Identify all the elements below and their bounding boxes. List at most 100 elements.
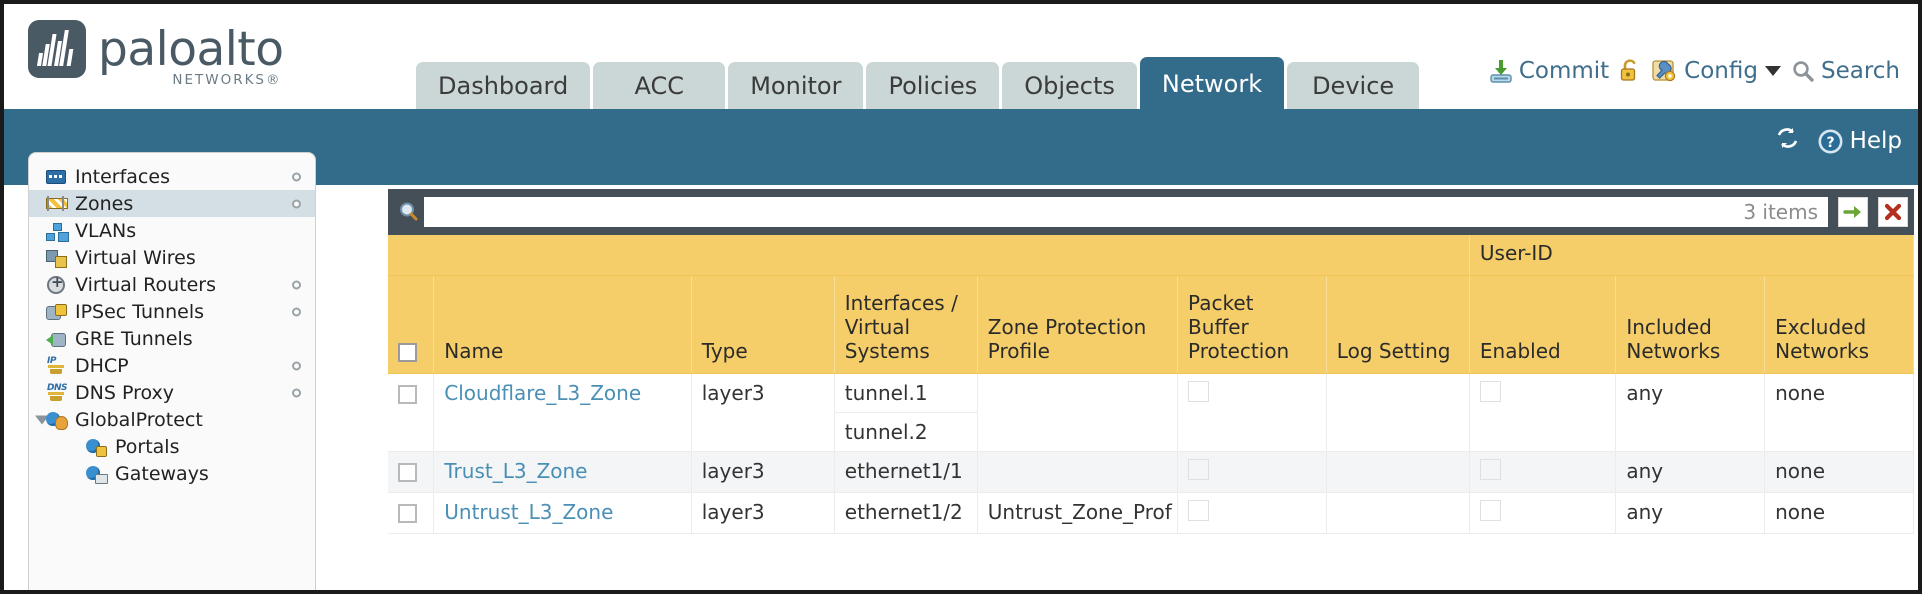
portals-icon bbox=[85, 437, 107, 457]
column-header-zone-protection-profile[interactable]: Zone Protection Profile bbox=[977, 275, 1179, 374]
row-checkbox[interactable] bbox=[398, 504, 417, 523]
row-checkbox[interactable] bbox=[398, 385, 417, 404]
sidebar-item-zones[interactable]: Zones bbox=[29, 190, 315, 217]
sidebar-status-dot bbox=[292, 307, 301, 316]
section-blue-band: ? Help bbox=[4, 109, 1918, 185]
cell-name: Untrust_L3_Zone bbox=[433, 492, 692, 534]
cell-userid-enabled bbox=[1469, 492, 1617, 534]
sidebar-item-label: Virtual Wires bbox=[75, 246, 196, 269]
virtual-routers-icon bbox=[45, 273, 67, 295]
sidebar-item-label: Interfaces bbox=[75, 165, 170, 188]
column-header-name[interactable]: Name bbox=[433, 275, 692, 374]
packet-buffer-protection-checkbox[interactable] bbox=[1188, 459, 1210, 480]
search-button[interactable]: Search bbox=[1790, 58, 1900, 84]
row-checkbox[interactable] bbox=[398, 463, 417, 482]
sidebar-item-vlans[interactable]: VLANs bbox=[29, 217, 315, 244]
commit-button[interactable]: Commit bbox=[1488, 58, 1609, 84]
search-magnifier-icon bbox=[1793, 61, 1814, 82]
brand-name: paloalto bbox=[98, 21, 284, 77]
table-row[interactable]: Untrust_L3_Zone layer3 ethernet1/2 Untru… bbox=[388, 492, 1914, 534]
cell-excluded-networks: none bbox=[1764, 451, 1914, 493]
sidebar-item-label: Virtual Routers bbox=[75, 273, 216, 296]
expand-collapse-triangle-icon[interactable] bbox=[35, 415, 49, 424]
sidebar-item-ipsec-tunnels[interactable]: IPSec Tunnels bbox=[29, 298, 315, 325]
group-header-userid: User-ID bbox=[1469, 235, 1914, 276]
zone-name-link[interactable]: Trust_L3_Zone bbox=[444, 459, 588, 483]
column-header-packet-buffer-protection[interactable]: Packet Buffer Protection bbox=[1177, 275, 1327, 374]
column-header-log-setting[interactable]: Log Setting bbox=[1326, 275, 1470, 374]
zone-name-link[interactable]: Cloudflare_L3_Zone bbox=[444, 381, 642, 405]
refresh-button[interactable] bbox=[1774, 125, 1801, 157]
tab-dashboard[interactable]: Dashboard bbox=[416, 62, 591, 109]
userid-enabled-checkbox[interactable] bbox=[1479, 381, 1501, 402]
tab-acc[interactable]: ACC bbox=[593, 62, 726, 109]
tab-monitor[interactable]: Monitor bbox=[728, 62, 864, 109]
ipsec-tunnels-icon bbox=[45, 302, 67, 322]
cell-userid-enabled bbox=[1469, 451, 1617, 493]
interface-entry: tunnel.2 bbox=[844, 420, 928, 444]
cell-type: layer3 bbox=[691, 492, 835, 534]
tab-device[interactable]: Device bbox=[1287, 62, 1420, 109]
paloalto-logo-text: paloalto NETWORKS® bbox=[98, 21, 284, 87]
packet-buffer-protection-checkbox[interactable] bbox=[1188, 500, 1210, 521]
sidebar-item-label: IPSec Tunnels bbox=[75, 300, 205, 323]
cell-log-setting bbox=[1326, 451, 1470, 493]
packet-buffer-protection-checkbox[interactable] bbox=[1188, 381, 1210, 402]
sidebar-status-dot bbox=[292, 388, 301, 397]
chevron-down-icon[interactable] bbox=[1764, 66, 1781, 76]
sidebar-item-virtual-routers[interactable]: Virtual Routers bbox=[29, 271, 315, 298]
table-row[interactable]: Trust_L3_Zone layer3 ethernet1/1 any bbox=[388, 451, 1914, 493]
sidebar-item-dhcp[interactable]: IP DHCP bbox=[29, 352, 315, 379]
top-right-utilities: Commit Config bbox=[1488, 58, 1900, 84]
search-input[interactable] bbox=[424, 197, 1740, 227]
sidebar-item-dns-proxy[interactable]: DNS DNS Proxy bbox=[29, 379, 315, 406]
column-header-interfaces[interactable]: Interfaces / Virtual Systems bbox=[834, 275, 978, 374]
table-row[interactable]: Cloudflare_L3_Zone layer3 tunnel.1 tunne… bbox=[388, 373, 1914, 452]
zones-icon bbox=[45, 194, 68, 214]
cell-packet-buffer-protection bbox=[1177, 451, 1327, 493]
sidebar-item-gre-tunnels[interactable]: GRE Tunnels bbox=[29, 325, 315, 352]
tab-policies[interactable]: Policies bbox=[866, 62, 1000, 109]
sidebar-item-label: DHCP bbox=[75, 354, 129, 377]
tab-network[interactable]: Network bbox=[1139, 57, 1285, 109]
sidebar-item-gateways[interactable]: Gateways bbox=[29, 460, 315, 487]
tab-objects[interactable]: Objects bbox=[1002, 62, 1137, 109]
column-header-excluded-networks[interactable]: Excluded Networks bbox=[1764, 275, 1914, 374]
row-select-cell bbox=[388, 492, 435, 534]
commit-save-icon bbox=[1490, 60, 1512, 83]
column-header-enabled[interactable]: Enabled bbox=[1469, 275, 1617, 374]
commit-label: Commit bbox=[1518, 58, 1610, 84]
select-all-checkbox[interactable] bbox=[398, 343, 417, 362]
apply-filter-button[interactable] bbox=[1838, 197, 1868, 227]
dhcp-icon: IP bbox=[45, 356, 67, 376]
column-header-type[interactable]: Type bbox=[691, 275, 835, 374]
help-label: Help bbox=[1849, 128, 1902, 154]
sidebar-item-interfaces[interactable]: Interfaces bbox=[29, 163, 315, 190]
padlock-icon bbox=[1621, 59, 1636, 81]
lock-button[interactable] bbox=[1618, 58, 1642, 84]
clear-filter-button[interactable] bbox=[1878, 197, 1908, 227]
help-button[interactable]: ? Help bbox=[1817, 128, 1902, 155]
userid-enabled-checkbox[interactable] bbox=[1479, 459, 1501, 480]
config-label: Config bbox=[1684, 58, 1758, 84]
column-header-included-networks[interactable]: Included Networks bbox=[1615, 275, 1766, 374]
sidebar-item-virtual-wires[interactable]: Virtual Wires bbox=[29, 244, 315, 271]
config-button[interactable]: Config bbox=[1651, 58, 1781, 84]
sidebar-item-portals[interactable]: Portals bbox=[29, 433, 315, 460]
cell-interfaces: tunnel.1 tunnel.2 bbox=[834, 373, 978, 452]
interface-entry: tunnel.1 bbox=[834, 374, 977, 413]
zones-table-container: User-ID Name Type Interfaces / Virtual S… bbox=[388, 235, 1914, 590]
filter-search-icon[interactable] bbox=[394, 200, 424, 224]
cell-packet-buffer-protection bbox=[1177, 492, 1327, 534]
select-all-header bbox=[388, 275, 435, 374]
userid-enabled-checkbox[interactable] bbox=[1479, 500, 1501, 521]
row-select-cell bbox=[388, 373, 435, 452]
blue-band-actions: ? Help bbox=[1774, 125, 1902, 157]
row-select-cell bbox=[388, 451, 435, 493]
zone-name-link[interactable]: Untrust_L3_Zone bbox=[444, 500, 614, 524]
sidebar-item-globalprotect[interactable]: GlobalProtect bbox=[29, 406, 315, 433]
network-sidebar: Interfaces Zones VLANs Virtual Wires Vir… bbox=[28, 152, 316, 590]
virtual-wires-icon bbox=[45, 248, 67, 268]
refresh-icon bbox=[1777, 128, 1797, 148]
top-brand-bar: paloalto NETWORKS® Dashboard ACC Monitor… bbox=[4, 4, 1918, 109]
